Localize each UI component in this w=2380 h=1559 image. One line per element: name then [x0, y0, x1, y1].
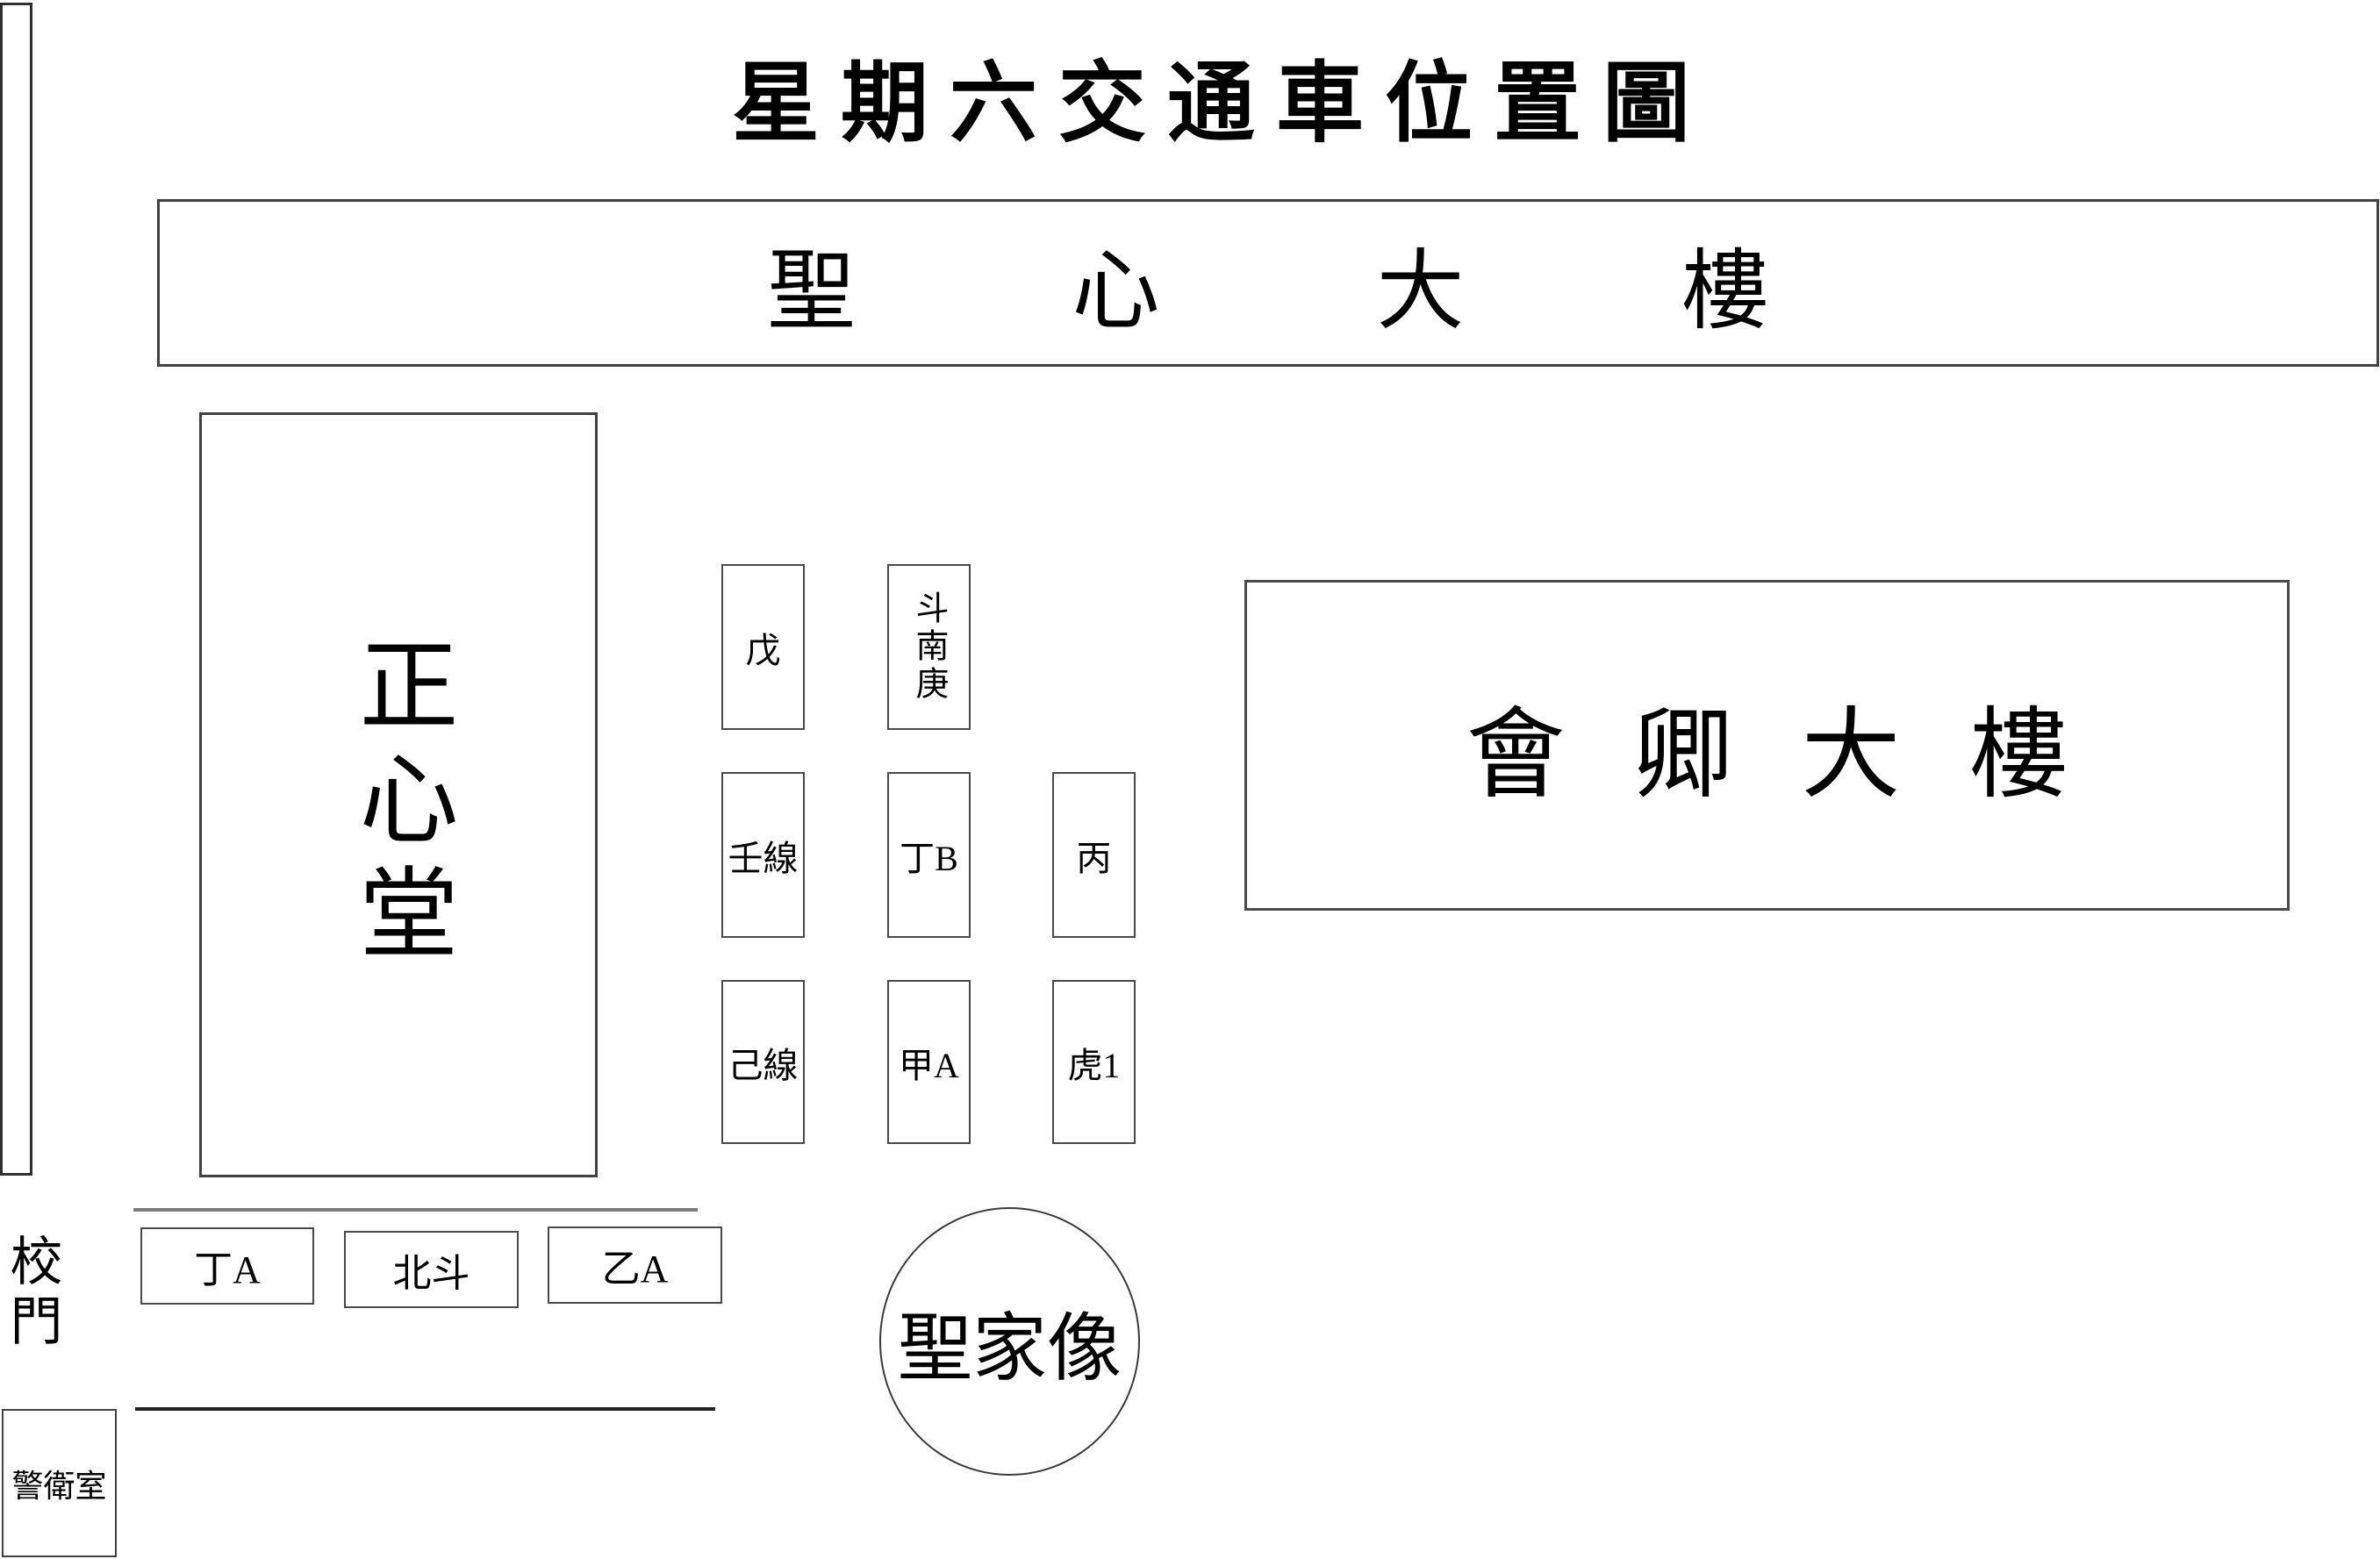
bus-stop-beidou-label: 北斗 — [392, 1252, 470, 1295]
school-gate-label: 校門 — [3, 1234, 61, 1353]
bus-stop-jia-a-label: 甲A — [899, 1045, 959, 1085]
road-line-upper — [133, 1208, 698, 1212]
bus-stop-ding-a: 丁A — [140, 1227, 314, 1305]
building-huiqing-dalou: 會卿大樓 — [1244, 580, 2290, 911]
bus-stop-bing: 丙 — [1052, 772, 1136, 938]
bus-stop-bing-label: 丙 — [1076, 838, 1112, 878]
bus-stop-jia-a: 甲A — [887, 980, 971, 1144]
bus-stop-beidou: 北斗 — [344, 1231, 519, 1308]
bus-stop-dounangeng-label: 斗南庚 — [910, 590, 947, 704]
bus-stop-ding-b: 丁B — [887, 772, 971, 938]
holy-family-statue-label: 聖家像 — [897, 1307, 1122, 1391]
left-boundary-wall — [0, 3, 32, 1176]
building-zhengxintang-label: 正心堂 — [344, 633, 454, 976]
building-huiqing-dalou-label: 會卿大樓 — [1466, 700, 2137, 811]
bus-stop-wu-label: 戊 — [745, 630, 781, 670]
guard-room: 警衛室 — [2, 1409, 117, 1557]
bus-stop-yi-a-label: 乙A — [601, 1248, 669, 1291]
holy-family-statue: 聖家像 — [879, 1207, 1140, 1476]
building-zhengxintang: 正心堂 — [199, 412, 598, 1177]
bus-stop-jixian-label: 己線 — [728, 1045, 799, 1085]
bus-stop-yi-a: 乙A — [548, 1226, 722, 1304]
bus-stop-dounangeng: 斗南庚 — [887, 564, 971, 730]
bus-stop-ding-a-label: 丁A — [194, 1248, 261, 1291]
road-line-lower — [135, 1407, 715, 1411]
building-shengxin-dalou-label: 聖心大樓 — [767, 243, 1986, 340]
building-shengxin-dalou: 聖心大樓 — [157, 199, 2379, 367]
bus-stop-hu-1-label: 虎1 — [1067, 1045, 1121, 1085]
bus-stop-renxian: 壬線 — [721, 772, 805, 938]
guard-room-label: 警衛室 — [11, 1468, 107, 1504]
bus-stop-ding-b-label: 丁B — [900, 838, 958, 878]
bus-stop-renxian-label: 壬線 — [728, 838, 799, 878]
bus-stop-hu-1: 虎1 — [1052, 980, 1136, 1144]
page-title: 星期六交通車位置圖 — [732, 55, 1711, 153]
bus-stop-wu: 戊 — [721, 564, 805, 730]
bus-stop-jixian: 己線 — [721, 980, 805, 1144]
